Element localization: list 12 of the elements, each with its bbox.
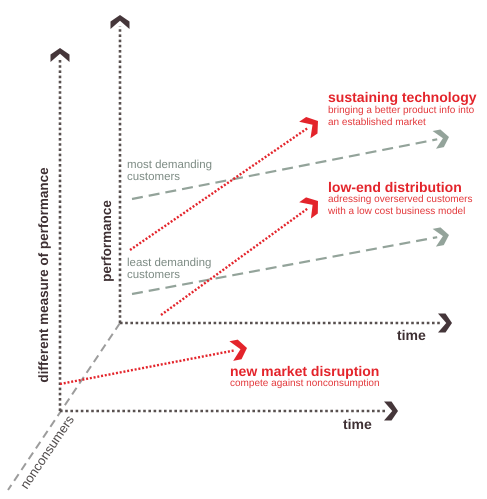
curve-label: least demanding customers	[127, 257, 212, 281]
axis-label: performance	[99, 200, 115, 282]
axis-label: different measure of performance	[36, 167, 52, 383]
axis-label: time	[397, 327, 426, 343]
callout-text: bringing a better product info into an established market	[328, 105, 476, 129]
axis-label: time	[343, 416, 372, 432]
callout-heading: low-end distribution	[328, 179, 462, 195]
callout-text: adressing overserved customers with a low cost business model	[328, 194, 474, 218]
callout-text: compete against nonconsumption	[230, 378, 380, 390]
curve-label: most demanding customers	[127, 159, 214, 183]
callout-heading: sustaining technology	[328, 89, 477, 105]
callout-heading: new market disruption	[230, 363, 380, 379]
